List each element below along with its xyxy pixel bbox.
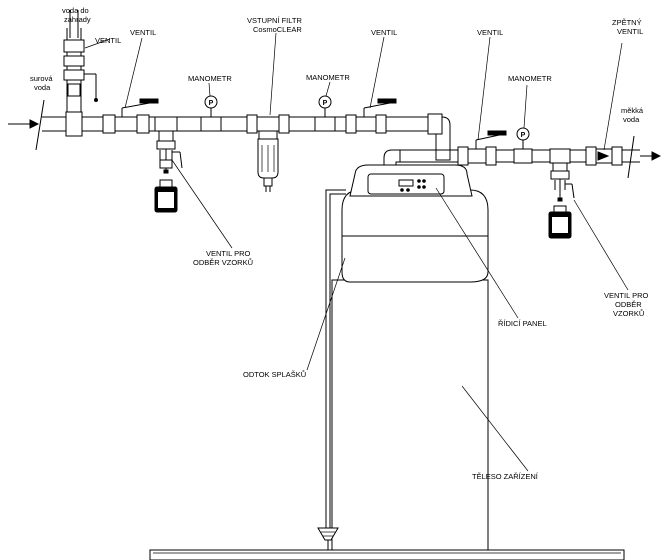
garden-valve-handle (84, 73, 98, 102)
sample-valve-right-label: VENTIL PRO ODBĚR VZORKŮ (604, 291, 650, 318)
check-valve (585, 146, 623, 166)
gauge-symbol: P (521, 132, 526, 139)
soft-water-label: měkká voda (621, 106, 645, 124)
manometer-2: P (314, 95, 336, 132)
floor-base (149, 549, 625, 560)
manometer-3: P (513, 127, 533, 164)
valve-small-label: VENTIL (95, 36, 121, 45)
valve-1 (102, 98, 159, 134)
sample-tee-right (549, 148, 575, 202)
control-panel (367, 173, 445, 195)
valve-2 (345, 98, 397, 134)
gauge-symbol: P (323, 100, 328, 107)
manometer-2-label: MANOMETR (306, 73, 350, 82)
input-filter (246, 114, 290, 192)
valve-3 (457, 130, 507, 166)
sample-valve-left-label: VENTIL PRO ODBĚR VZORKŮ (193, 249, 253, 267)
raw-water-label: surová voda (30, 74, 55, 92)
sample-bottle-left (154, 179, 178, 213)
sample-tee-left (154, 116, 183, 174)
manometer-3-label: MANOMETR (508, 74, 552, 83)
filter-label: VSTUPNÍ FILTR CosmoCLEAR (247, 16, 304, 34)
sample-bottle-right (548, 205, 572, 239)
valve-3-label: VENTIL (477, 28, 503, 37)
drain-hose (317, 189, 346, 550)
manometer-1: P (200, 95, 222, 132)
check-valve-label: ZPĚTNÝ VENTIL (612, 18, 644, 36)
elbow-down (427, 113, 451, 161)
softener-unit (331, 164, 489, 551)
garden-water-label: voda do zahrady (62, 6, 91, 24)
body-label: TĚLESO ZAŘÍZENÍ (472, 472, 539, 481)
inlet-arrow-icon (8, 119, 40, 129)
valve-1-label: VENTIL (130, 28, 156, 37)
control-panel-label: ŘÍDICÍ PANEL (498, 319, 547, 328)
leader-lines (84, 32, 629, 472)
drain-label: ODTOK SPLAŠKŮ (243, 370, 306, 379)
manometer-1-label: MANOMETR (188, 74, 232, 83)
outlet-arrow-icon (640, 151, 661, 161)
valve-2-label: VENTIL (371, 28, 397, 37)
garden-branch (63, 10, 85, 137)
gauge-symbol: P (209, 100, 214, 107)
